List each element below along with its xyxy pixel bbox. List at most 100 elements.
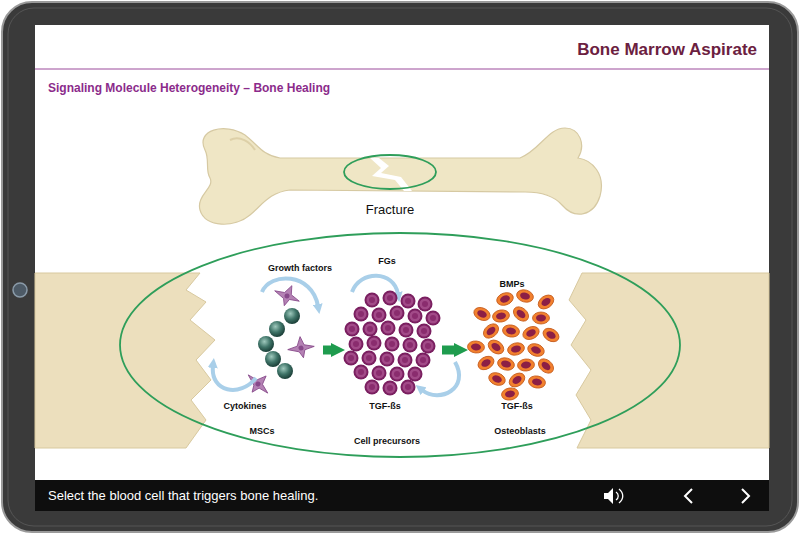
osteoblast-cell	[511, 304, 532, 324]
precursor-cell	[365, 293, 380, 308]
osteoblast-cell	[481, 321, 502, 341]
precursor-cell	[380, 352, 395, 367]
osteoblast-cell	[502, 324, 521, 339]
bone-end-right	[569, 273, 769, 448]
precursor-cell	[344, 351, 359, 366]
precursor-cell	[365, 380, 380, 395]
magnify-ellipse	[120, 233, 680, 457]
process-arrow	[442, 346, 454, 355]
cell-type-label: MSCs	[249, 426, 274, 436]
precursor-cell	[363, 322, 378, 337]
osteoblast-cell	[486, 337, 507, 357]
osteoblast-cell	[528, 375, 547, 390]
osteoblast-cell	[506, 341, 526, 357]
precursor-cell	[390, 306, 405, 321]
osteoblast-cell	[496, 356, 516, 372]
osteoblast-cell	[521, 324, 541, 342]
precursor-cell	[362, 351, 377, 366]
cycle-arrow	[262, 278, 318, 306]
precursor-cell	[367, 336, 382, 351]
page-title: Bone Marrow Aspirate	[577, 40, 757, 60]
molecule-label: BMPs	[499, 279, 524, 289]
osteoblast-cell	[533, 312, 550, 324]
bone-shading	[230, 138, 255, 150]
precursor-cell	[349, 337, 364, 352]
prev-chevron	[685, 489, 692, 503]
precursor-cell	[401, 294, 416, 309]
osteoblast-cell	[526, 341, 546, 358]
precursor-cell	[418, 297, 433, 312]
osteoblast-cell	[467, 340, 485, 353]
precursor-cell	[408, 367, 423, 382]
precursor-cell	[354, 307, 369, 322]
precursor-cell	[345, 322, 360, 337]
precursor-cell	[383, 291, 398, 306]
osteoblast-cell	[536, 292, 557, 312]
precursor-cell	[383, 381, 398, 396]
fracture-marker: Fracture	[340, 152, 440, 218]
side-button	[13, 283, 27, 297]
msc-cell	[265, 351, 281, 367]
next-chevron	[742, 489, 749, 503]
slide-subtitle: Signaling Molecule Heterogeneity – Bone …	[48, 81, 330, 95]
process-arrow	[323, 346, 331, 355]
precursor-cell	[426, 311, 441, 326]
msc-cell	[277, 363, 293, 379]
spindle-cell	[242, 368, 275, 399]
bottom-bar	[35, 480, 769, 511]
speaker-icon	[604, 488, 613, 504]
cell-type-label: Osteoblasts	[494, 426, 546, 436]
precursor-cell	[417, 324, 432, 339]
osteoblast-cell	[492, 309, 511, 324]
osteoblast-cell	[487, 370, 507, 387]
precursor-cell	[354, 365, 369, 380]
fracture-crack	[370, 158, 412, 191]
cell-group: BMPsTGF-ßsOsteoblasts	[468, 255, 565, 445]
osteoblast-cell	[517, 358, 535, 371]
precursor-cell	[399, 323, 414, 338]
tablet-bezel	[8, 8, 792, 526]
molecule-label: Growth factors	[268, 263, 332, 273]
msc-cell	[269, 321, 285, 337]
precursor-cell	[398, 353, 413, 368]
precursor-cell	[421, 339, 436, 354]
speaker-waves	[616, 489, 623, 503]
osteoblast-cell	[507, 370, 528, 390]
molecule-label: TGF-ßs	[369, 401, 401, 411]
osteoblast-cell	[495, 290, 515, 307]
spindle-cell	[272, 283, 301, 308]
instruction-text: Select the blood cell that triggers bone…	[48, 488, 318, 503]
precursor-cell	[401, 380, 416, 395]
bone-end-left	[35, 273, 215, 448]
cycle-arrow	[213, 366, 256, 390]
spindle-cell	[285, 333, 317, 362]
precursor-cell	[372, 366, 387, 381]
precursor-cell	[390, 367, 405, 382]
cycle-arrow	[422, 362, 459, 395]
fracture-label: Fracture	[366, 202, 414, 217]
precursor-cell	[403, 338, 418, 353]
osteoblast-cell	[472, 305, 492, 323]
precursor-cell	[408, 309, 423, 324]
cell-group: Growth factorsCytokinesMSCs	[205, 255, 323, 445]
osteoblast-cell	[515, 288, 535, 304]
osteoblast-cell	[501, 387, 520, 402]
molecule-label: TGF-ßs	[501, 401, 533, 411]
screen	[35, 25, 769, 481]
osteoblast-cell	[476, 354, 497, 373]
msc-cell	[284, 308, 300, 324]
osteoblast-cell	[541, 326, 562, 345]
molecule-label: Cytokines	[223, 401, 266, 411]
molecule-label: FGs	[378, 256, 396, 266]
header-rule	[35, 69, 769, 70]
precursor-cell	[416, 353, 431, 368]
femur-bone	[199, 128, 601, 224]
precursor-cell	[372, 308, 387, 323]
cell-group: FGsTGF-ßsCell precursors	[345, 255, 442, 445]
msc-cell	[258, 336, 274, 352]
precursor-cell	[385, 337, 400, 352]
osteoblast-cell	[536, 356, 557, 376]
